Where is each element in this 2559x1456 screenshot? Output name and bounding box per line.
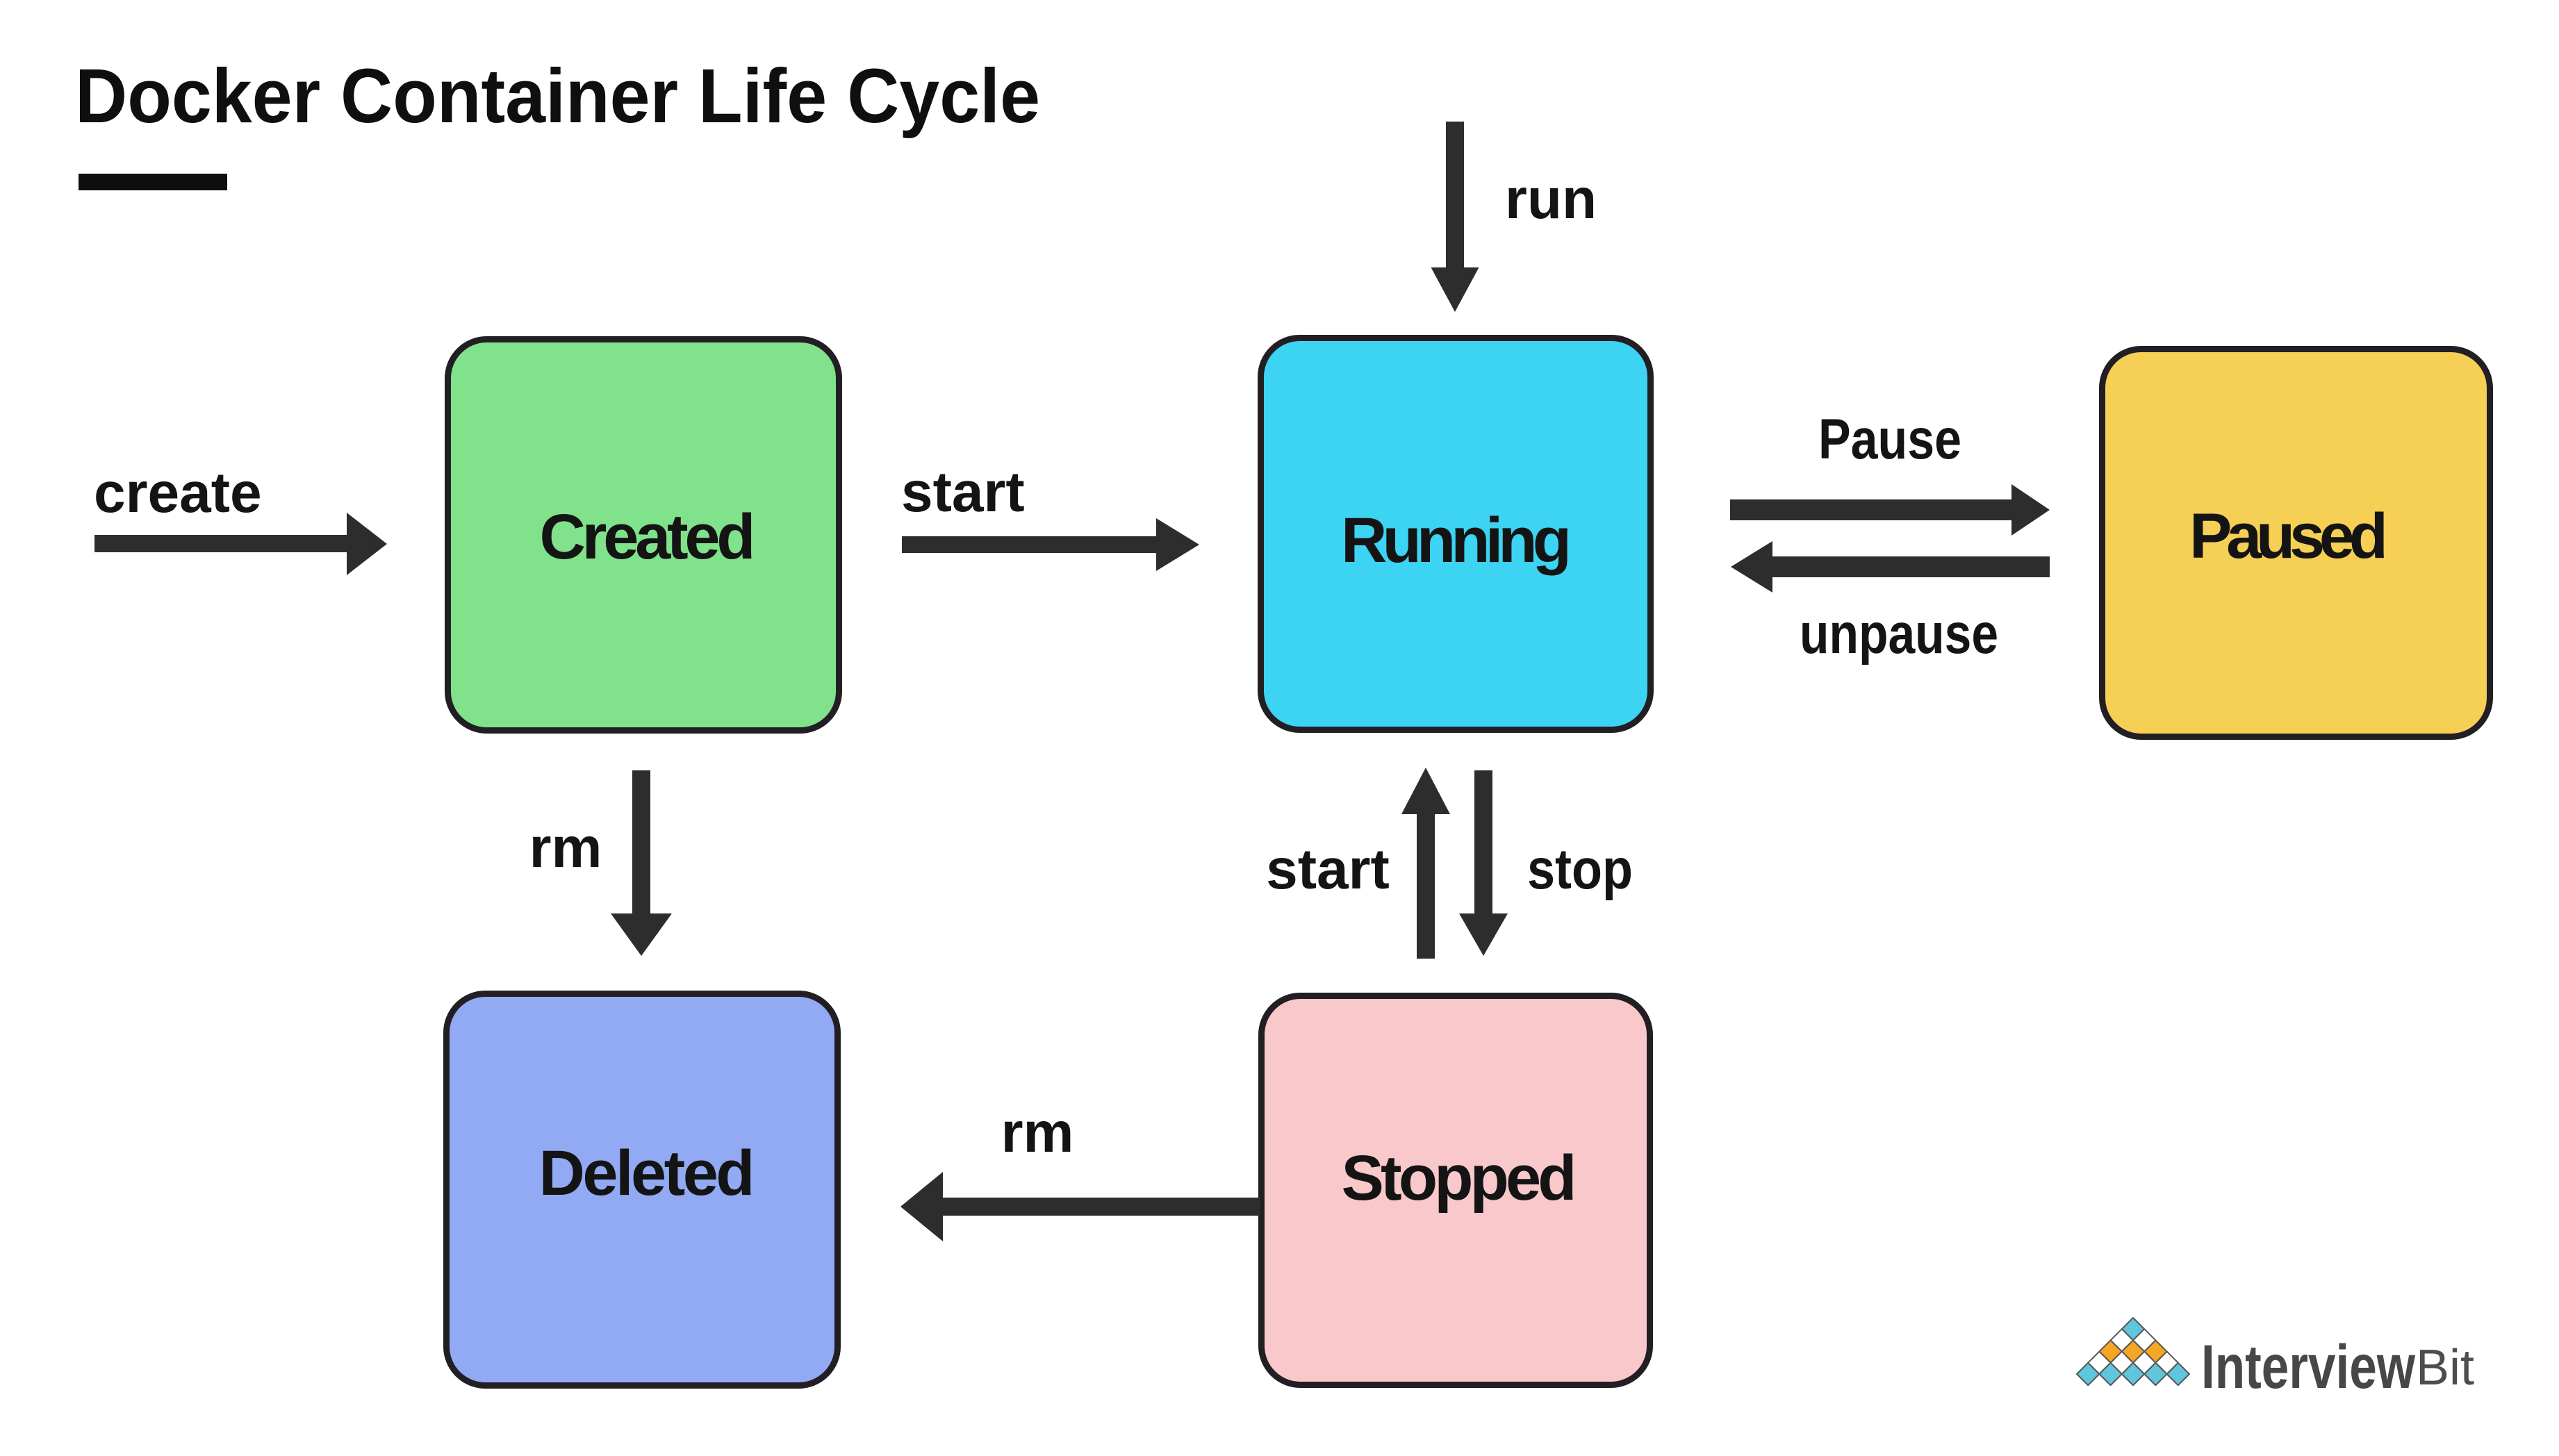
svg-text:rm: rm bbox=[529, 816, 602, 879]
svg-text:Interview: Interview bbox=[2201, 1332, 2416, 1401]
svg-text:Created: Created bbox=[540, 502, 756, 572]
svg-text:rm: rm bbox=[1001, 1101, 1074, 1164]
svg-text:create: create bbox=[94, 461, 262, 524]
svg-text:Running: Running bbox=[1341, 505, 1572, 576]
svg-text:Pause: Pause bbox=[1818, 408, 1961, 471]
svg-text:stop: stop bbox=[1527, 838, 1633, 901]
svg-text:Deleted: Deleted bbox=[539, 1138, 755, 1209]
svg-text:start: start bbox=[1266, 838, 1390, 901]
svg-text:unpause: unpause bbox=[1800, 602, 1998, 665]
svg-text:start: start bbox=[901, 461, 1025, 524]
svg-text:Docker Container Life Cycle: Docker Container Life Cycle bbox=[75, 53, 1040, 139]
svg-text:Bit: Bit bbox=[2416, 1340, 2474, 1396]
svg-text:Paused: Paused bbox=[2189, 501, 2388, 572]
svg-text:Stopped: Stopped bbox=[1342, 1143, 1577, 1214]
svg-text:run: run bbox=[1505, 167, 1597, 231]
